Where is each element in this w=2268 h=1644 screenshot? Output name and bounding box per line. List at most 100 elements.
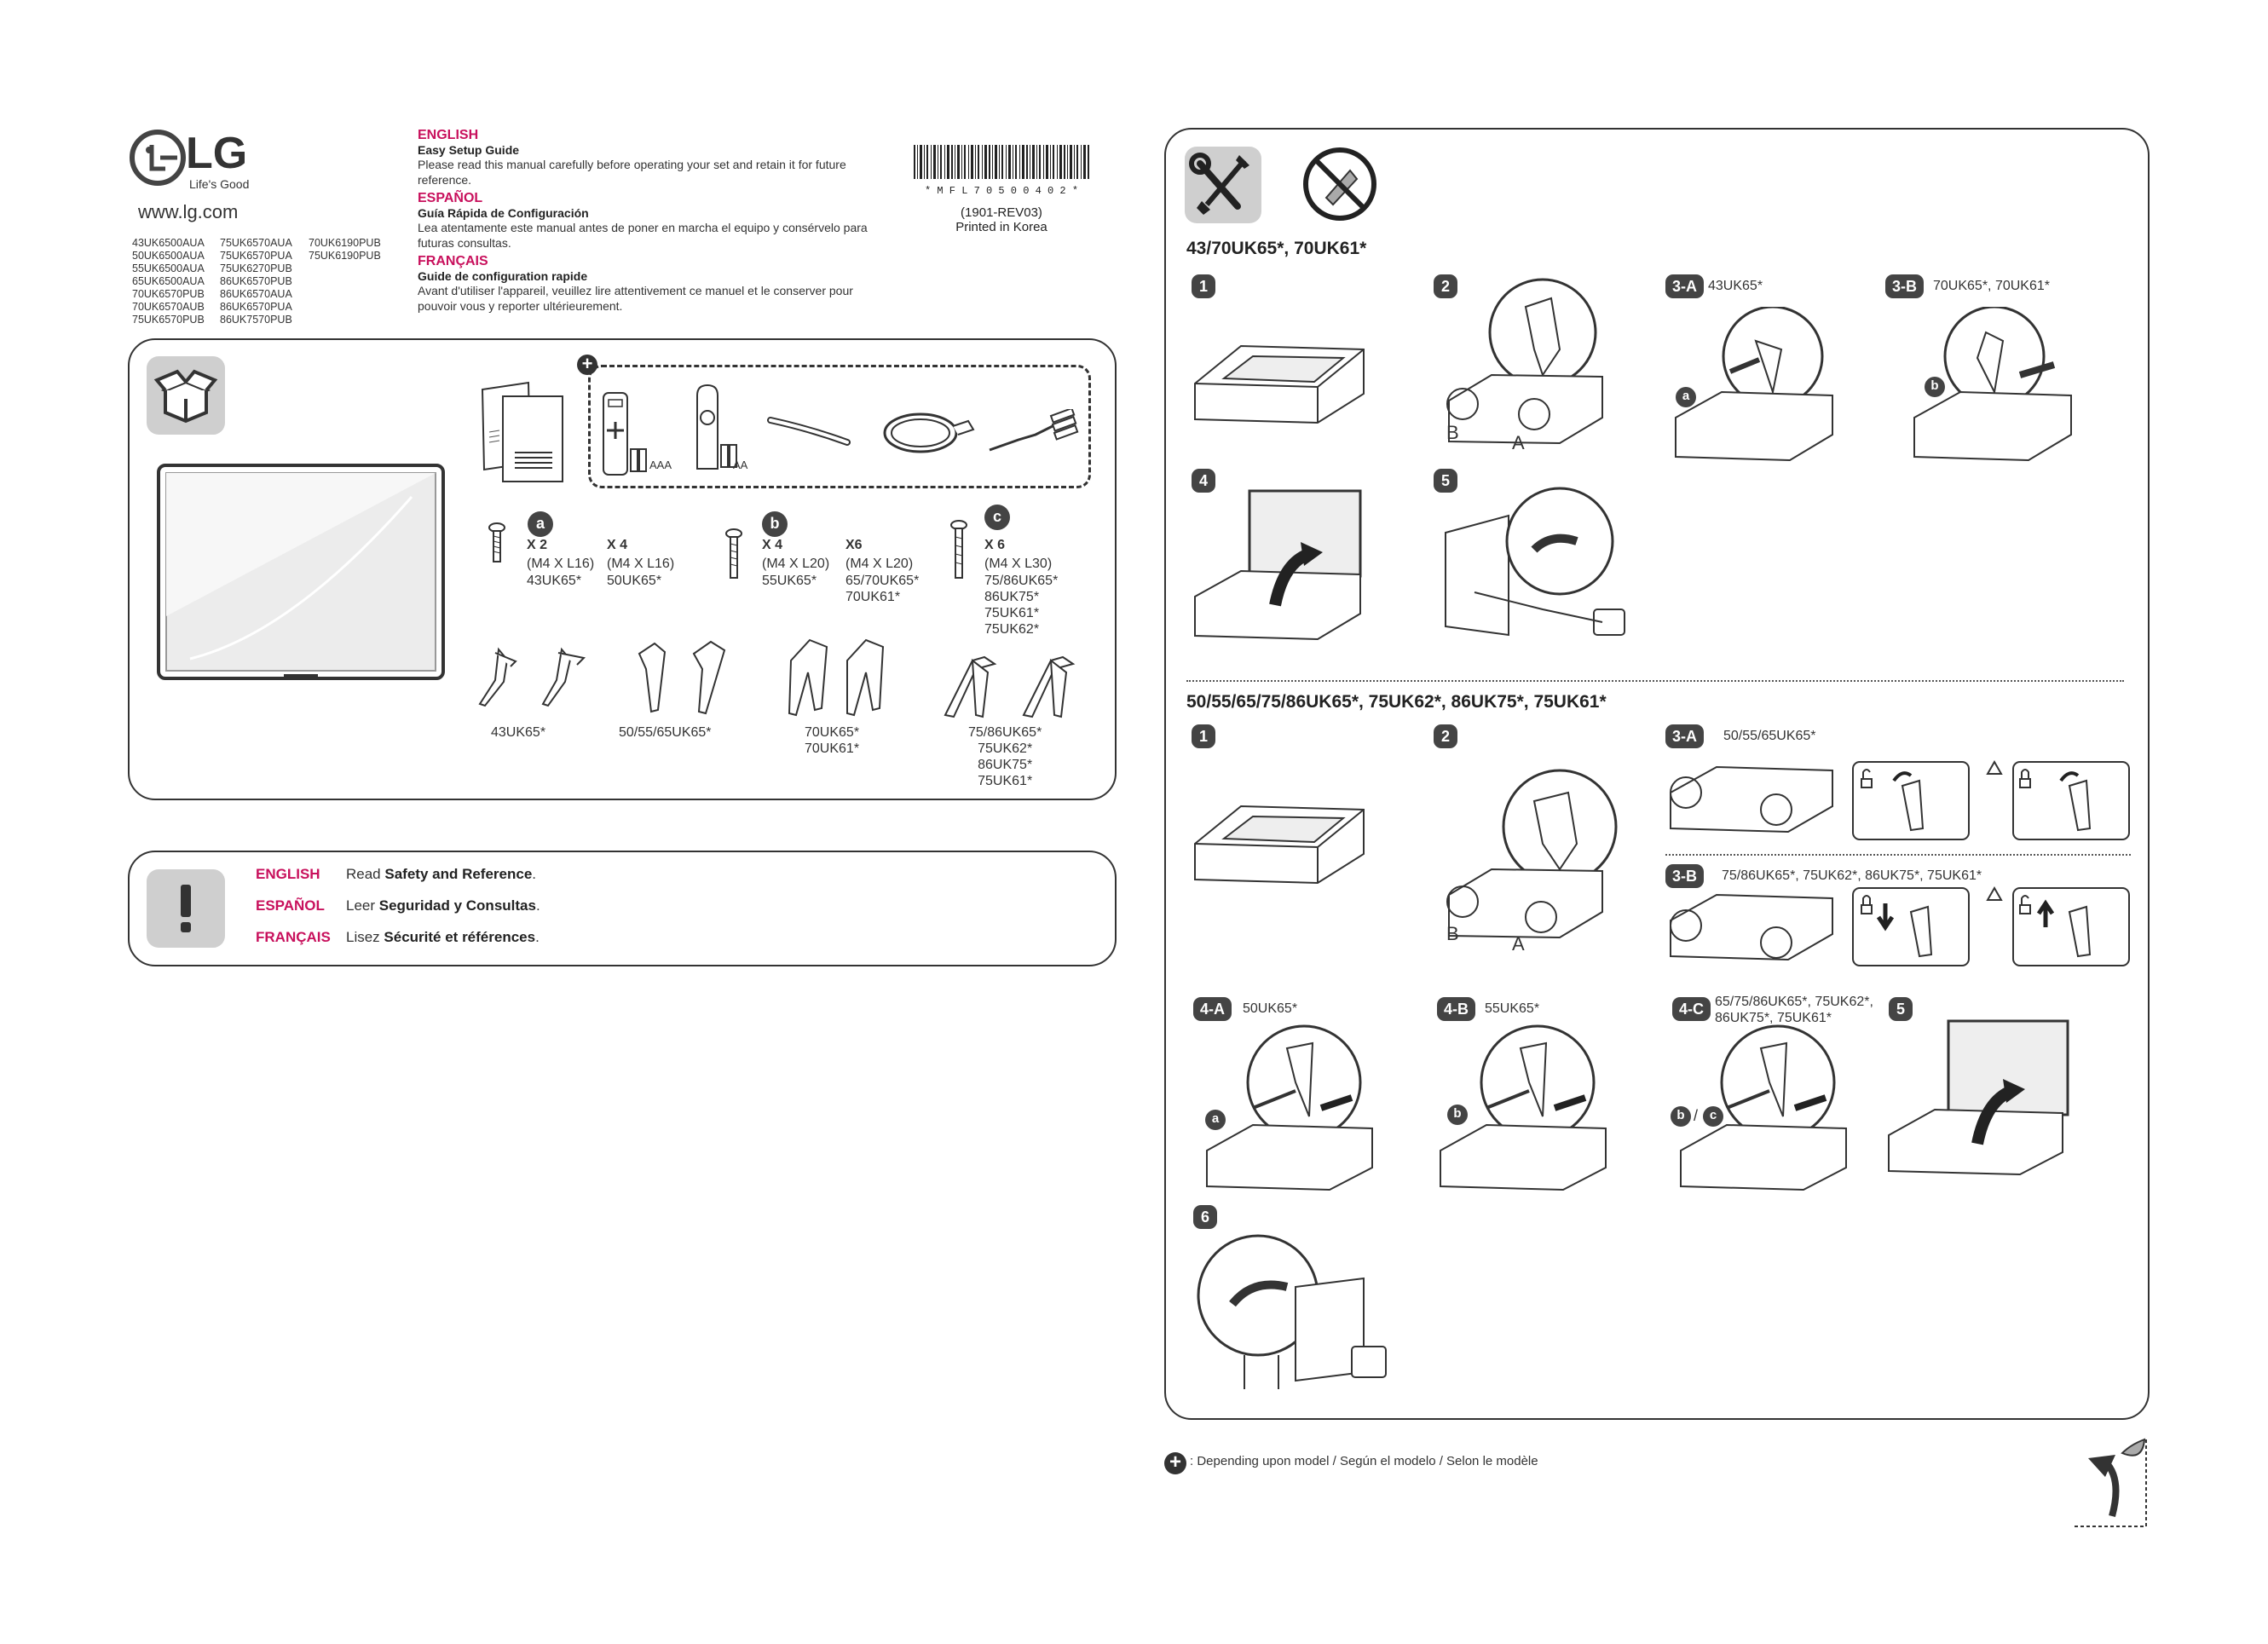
- warning-icon: [147, 869, 225, 948]
- wrench-screwdriver-icon: [1189, 153, 1249, 215]
- intro-fr-title: FRANÇAIS: [418, 254, 488, 268]
- s2-step-4b-label: 55UK65*: [1485, 1001, 1540, 1016]
- s1-callout-a: a: [1676, 387, 1696, 407]
- s2-step6-illustration: [1193, 1227, 1398, 1398]
- tagline: Life's Good: [189, 177, 250, 191]
- intro-fr-body: Avant d'utiliser l'appareil, veuillez li…: [418, 284, 853, 313]
- screw-b-qty1: X 4: [762, 538, 783, 552]
- s1-step-3a-label: 43UK65*: [1708, 279, 1763, 293]
- safety-text-en: Read Safety and Reference.: [346, 866, 537, 882]
- magic-remote-aa-illustration: [689, 384, 748, 477]
- safety-lang-en: ENGLISH: [256, 866, 320, 882]
- intro-es-body: Lea atentamente este manual antes de pon…: [418, 221, 868, 250]
- components-panel: [128, 338, 1117, 800]
- s2-step3b-box-illustration: [1665, 886, 1836, 967]
- s2-callout-c: c: [1703, 1106, 1723, 1127]
- s2-step-5: 5: [1889, 997, 1913, 1021]
- s2-step3a-box-illustration: [1665, 759, 1836, 835]
- intro-es-title: ESPAÑOL: [418, 191, 483, 205]
- prohibited-icon: [1303, 147, 1376, 221]
- s1-step-2: 2: [1434, 274, 1457, 298]
- tv-front-illustration: [156, 463, 446, 683]
- screw-b-illustration: [724, 528, 743, 581]
- screw-b-models2: 65/70UK65* 70UK61*: [845, 574, 920, 604]
- barcode-rev: (1901-REV03): [961, 205, 1042, 220]
- footer-note: : Depending upon model / Según el modelo…: [1190, 1454, 1538, 1468]
- screw-a-models2: 50UK65*: [607, 574, 662, 588]
- s2-step-4a-label: 50UK65*: [1243, 1001, 1298, 1016]
- s2-step-4c-label1: 65/75/86UK65*, 75UK62*,: [1715, 995, 1873, 1009]
- s1-step-3b-label: 70UK65*, 70UK61*: [1933, 279, 2050, 293]
- callout-a: a: [528, 511, 553, 537]
- s1-step-1: 1: [1192, 274, 1215, 298]
- s2-step3b-lock-illustration: [1851, 886, 1971, 967]
- stand-50-illustration: [631, 635, 742, 720]
- screw-c-illustration: [949, 520, 968, 581]
- power-cord-illustration: [878, 401, 980, 460]
- intro-es-sub: Guía Rápida de Configuración: [418, 206, 589, 220]
- s2-step5-illustration: [1884, 1016, 2080, 1178]
- exclamation-icon: [181, 885, 191, 932]
- stand-label-4: 75/86UK65* 75UK62* 86UK75* 75UK61*: [968, 725, 1042, 788]
- s2-step-2: 2: [1434, 724, 1457, 748]
- s2-step-3a-label: 50/55/65UK65*: [1723, 729, 1816, 743]
- s2-step-1: 1: [1192, 724, 1215, 748]
- screw-b-spec1: (M4 X L20): [762, 557, 830, 571]
- plus-icon: +: [577, 355, 597, 375]
- screw-a-qty2: X 4: [607, 538, 628, 552]
- intro-fr-sub: Guide de configuration rapide: [418, 269, 588, 283]
- section-divider: [1186, 680, 2124, 682]
- intro-text: ENGLISH Easy Setup Guide Please read thi…: [418, 128, 895, 314]
- no-sharp-tool-icon: [1301, 145, 1379, 223]
- s2-tv-in-box-illustration: [1190, 801, 1369, 886]
- turn-page-icon: [2075, 1438, 2147, 1527]
- s2-step-4b: 4-B: [1437, 997, 1476, 1021]
- box-icon: [147, 356, 225, 435]
- stand-label-2: 50/55/65UK65*: [619, 725, 712, 740]
- s2-step4c-illustration: [1676, 1023, 1855, 1193]
- s2-step-4c-label2: 86UK75*, 75UK61*: [1715, 1011, 1832, 1025]
- s2-callout-A: A: [1512, 933, 1525, 955]
- s2-callout-slash: /: [1694, 1107, 1699, 1124]
- screw-b-qty2: X6: [845, 538, 863, 552]
- s1-callout-A: A: [1512, 432, 1525, 453]
- s1-tv-in-box-illustration: [1190, 341, 1369, 426]
- intro-en-body: Please read this manual carefully before…: [418, 158, 846, 187]
- barcode-code: * M F L 7 0 5 0 0 4 0 2 *: [924, 185, 1079, 197]
- website: www.lg.com: [138, 201, 239, 222]
- s2-step3-divider: [1665, 854, 2131, 856]
- screw-c-spec1: (M4 X L30): [984, 557, 1053, 571]
- page-turn-icon: [2071, 1436, 2152, 1530]
- s2-callout-B: B: [1446, 923, 1459, 944]
- section1-heading: 43/70UK65*, 70UK61*: [1186, 239, 1367, 258]
- s1-callout-b: b: [1925, 377, 1945, 397]
- barcode: * M F L 7 0 5 0 0 4 0 2 * (1901-REV03) P…: [912, 145, 1091, 234]
- s2-step3a-unlock-illustration: [1851, 760, 1971, 841]
- screw-a-qty1: X 2: [527, 538, 548, 552]
- intro-en-title: ENGLISH: [418, 128, 479, 142]
- barcode-printed: Printed in Korea: [955, 220, 1047, 234]
- s2-step3a-warning-illustration: [1984, 759, 2131, 841]
- s1-step-5: 5: [1434, 469, 1457, 493]
- stand-43-illustration: [473, 641, 609, 709]
- screw-c-models1: 75/86UK65* 86UK75* 75UK61* 75UK62*: [984, 574, 1059, 637]
- s1-step5-illustration: [1440, 482, 1645, 652]
- s2-step-3a: 3-A: [1665, 724, 1705, 748]
- s1-step2-illustration: [1432, 273, 1628, 452]
- s2-callout-b2: b: [1671, 1106, 1691, 1127]
- s1-step3b-illustration: [1909, 305, 2080, 469]
- screw-a-spec2: (M4 X L16): [607, 557, 675, 571]
- s2-step-4c: 4-C: [1672, 997, 1711, 1021]
- barcode-icon: [914, 145, 1089, 179]
- callout-b: b: [762, 511, 788, 537]
- screw-a-spec1: (M4 X L16): [527, 557, 595, 571]
- s2-step3b-warning-illustration: [1984, 885, 2131, 967]
- screw-b-models1: 55UK65*: [762, 574, 817, 588]
- intro-en-sub: Easy Setup Guide: [418, 143, 520, 157]
- optional-accessories-box: [588, 365, 1091, 488]
- assembly-panel: [1164, 128, 2150, 1420]
- s2-step-6: 6: [1193, 1205, 1217, 1229]
- safety-lang-fr: FRANÇAIS: [256, 929, 331, 945]
